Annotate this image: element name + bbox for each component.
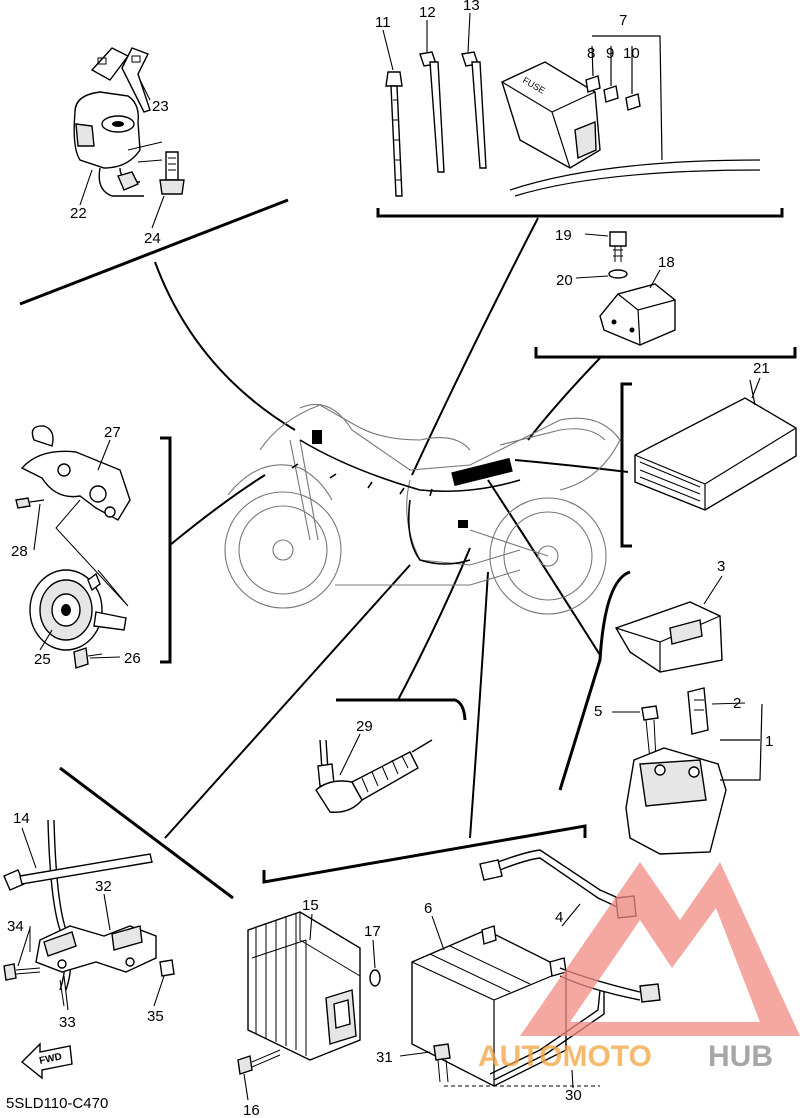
- callout-12: 12: [419, 4, 436, 21]
- callout-7: 7: [619, 12, 627, 29]
- callout-17: 17: [364, 923, 381, 940]
- watermark: AUTOMOTO HUB: [478, 862, 800, 1073]
- bracket-sensor: [336, 698, 467, 721]
- bracket-horn: [160, 436, 172, 664]
- fwd-arrow: FWD: [20, 1042, 73, 1080]
- cable-ties-group: [385, 51, 487, 197]
- callout-24: 24: [144, 230, 161, 247]
- leader-lines: [154, 217, 629, 839]
- main-switch-group: [73, 47, 185, 197]
- callout-30: 30: [565, 1087, 582, 1104]
- callout-35: 35: [147, 1008, 164, 1025]
- sensor-group: [315, 739, 433, 813]
- callout-34: 34: [7, 918, 24, 935]
- callout-26: 26: [124, 650, 141, 667]
- motorcycle-illustration: [224, 404, 621, 615]
- callout-31: 31: [376, 1049, 393, 1066]
- diagram-code: 5SLD110-C470: [6, 1095, 108, 1112]
- callout-16: 16: [243, 1102, 260, 1118]
- bracket-clamp-group: [3, 819, 175, 1007]
- section-brackets: [19, 198, 797, 900]
- fwd-label: FWD: [38, 1051, 63, 1066]
- ecu-group: [634, 379, 797, 511]
- bracket-ecu: [620, 382, 632, 548]
- callout-8: 8: [587, 45, 595, 62]
- callout-21: 21: [753, 360, 770, 377]
- callout-pointers: [17, 12, 761, 1101]
- callout-1: 1: [765, 733, 773, 750]
- bracket-starter-relay: [558, 570, 631, 791]
- callout-29: 29: [356, 718, 373, 735]
- callout-14: 14: [13, 810, 30, 827]
- bracket-relay: [534, 347, 797, 359]
- callout-3: 3: [717, 558, 725, 575]
- fuse-box-group: FUSE: [501, 35, 761, 197]
- callout-28: 28: [11, 543, 28, 560]
- battery-group: [411, 849, 661, 1087]
- callout-6: 6: [424, 900, 432, 917]
- callout-9: 9: [606, 45, 614, 62]
- callout-20: 20: [556, 272, 573, 289]
- callout-27: 27: [104, 424, 121, 441]
- horn-group: [15, 425, 131, 669]
- callout-33: 33: [59, 1014, 76, 1031]
- bracket-fuse-ties: [376, 208, 784, 218]
- callout-23: 23: [152, 98, 169, 115]
- rectifier-group: [237, 911, 381, 1075]
- callout-5: 5: [594, 703, 602, 720]
- watermark-text-a: AUTOMOTO: [478, 1040, 652, 1073]
- callout-labels: 1 2 3 4 5 6 7 8 9 10 11 12 13 14 15 16 1…: [7, 0, 773, 1118]
- relay-group: [599, 231, 676, 346]
- callout-10: 10: [623, 45, 640, 62]
- callout-25: 25: [34, 651, 51, 668]
- callout-13: 13: [463, 0, 480, 14]
- bracket-rectifier: [59, 766, 234, 900]
- watermark-text-b: HUB: [708, 1040, 773, 1073]
- bracket-ignition: [19, 198, 289, 306]
- watermark-logo-triangle: [520, 862, 800, 1036]
- bracket-battery: [262, 824, 587, 884]
- callout-19: 19: [555, 227, 572, 244]
- callout-18: 18: [658, 254, 675, 271]
- callout-4: 4: [555, 909, 563, 926]
- callout-15: 15: [302, 897, 319, 914]
- callout-22: 22: [70, 205, 87, 222]
- starter-relay-group: [614, 601, 763, 855]
- callout-11: 11: [375, 14, 391, 31]
- callout-32: 32: [95, 878, 112, 895]
